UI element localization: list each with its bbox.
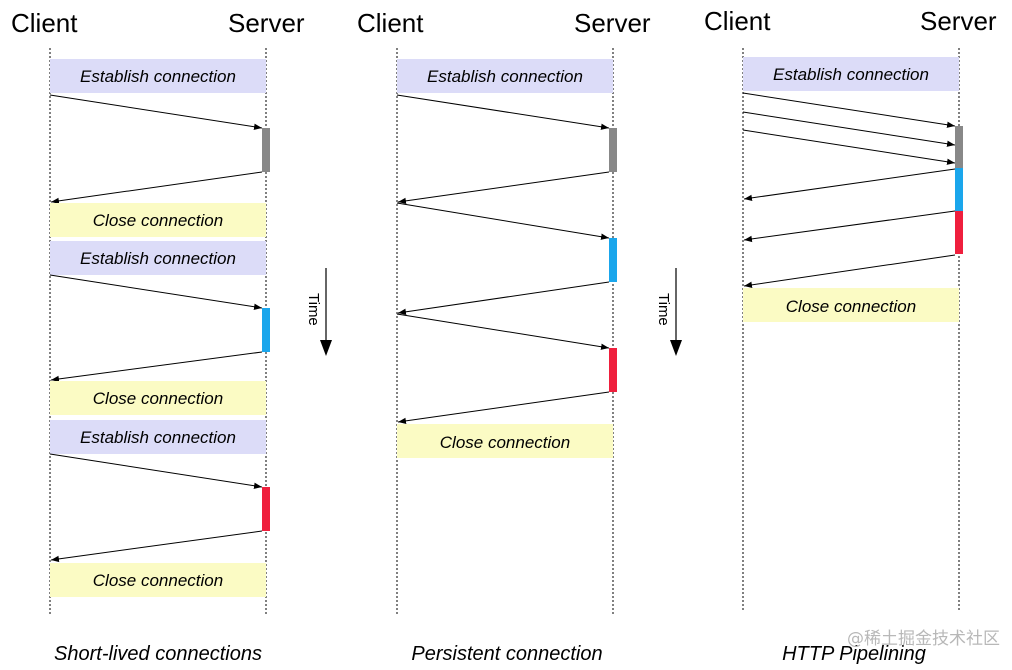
request-arrow [742, 129, 956, 165]
client-header: Client [704, 6, 771, 36]
processing-bar [609, 128, 617, 172]
close-connection-box [743, 288, 959, 322]
establish-connection-label: Establish connection [80, 67, 236, 86]
establish-connection-label: Establish connection [427, 67, 583, 86]
time-label: Time [655, 293, 672, 326]
time-arrow-head [670, 340, 682, 356]
time-arrow-head [320, 340, 332, 356]
server-header: Server [574, 8, 651, 38]
request-arrow [742, 111, 956, 147]
establish-connection-box [743, 57, 959, 91]
response-arrow [50, 351, 263, 383]
response-arrow [743, 168, 956, 202]
close-connection-label: Close connection [440, 433, 570, 452]
processing-bar [262, 487, 270, 531]
request-arrow [396, 94, 610, 130]
request-arrow [49, 274, 263, 310]
request-arrow [49, 453, 263, 489]
response-arrow [743, 210, 956, 243]
close-connection-label: Close connection [93, 389, 223, 408]
close-connection-box [50, 381, 266, 415]
response-arrow [397, 171, 610, 205]
processing-bar [609, 238, 617, 282]
caption-short-lived: Short-lived connections [54, 643, 262, 665]
panel-persistent: Client Server Establish connection Close… [357, 8, 651, 665]
watermark: @稀土掘金技术社区 [847, 629, 1000, 649]
client-header: Client [357, 8, 424, 38]
processing-bar [955, 126, 963, 168]
processing-bar [262, 128, 270, 172]
establish-connection-label: Establish connection [80, 249, 236, 268]
client-header: Client [11, 8, 78, 38]
establish-connection-box [397, 59, 613, 93]
request-arrow [396, 313, 610, 350]
caption-pipelining: HTTP Pipelining [782, 643, 926, 665]
time-arrow: Time [305, 268, 332, 356]
close-connection-box [397, 424, 613, 458]
time-arrow: Time [655, 268, 682, 356]
response-arrow [743, 254, 956, 289]
processing-bar [955, 211, 963, 254]
establish-connection-box [50, 420, 266, 454]
response-arrow [397, 391, 610, 425]
response-arrow [397, 281, 610, 316]
response-arrow [50, 530, 263, 563]
response-arrow [50, 171, 263, 205]
establish-connection-box [50, 241, 266, 275]
server-header: Server [228, 8, 305, 38]
establish-connection-label: Establish connection [773, 65, 929, 84]
processing-bar [609, 348, 617, 392]
establish-connection-box [50, 59, 266, 93]
close-connection-label: Close connection [93, 211, 223, 230]
close-connection-label: Close connection [786, 297, 916, 316]
caption-persistent: Persistent connection [411, 643, 602, 665]
time-label: Time [305, 293, 322, 326]
request-arrow [49, 94, 263, 130]
establish-connection-label: Establish connection [80, 428, 236, 447]
close-connection-label: Close connection [93, 571, 223, 590]
close-connection-box [50, 563, 266, 597]
request-arrow [742, 92, 956, 128]
close-connection-box [50, 203, 266, 237]
panel-short-lived: Client Server Establish connection Close… [11, 8, 305, 665]
panel-pipelining: Client Server Establish connection Close… [704, 6, 997, 665]
processing-bar [955, 168, 963, 211]
processing-bar [262, 308, 270, 352]
server-header: Server [920, 6, 997, 36]
request-arrow [396, 202, 610, 240]
